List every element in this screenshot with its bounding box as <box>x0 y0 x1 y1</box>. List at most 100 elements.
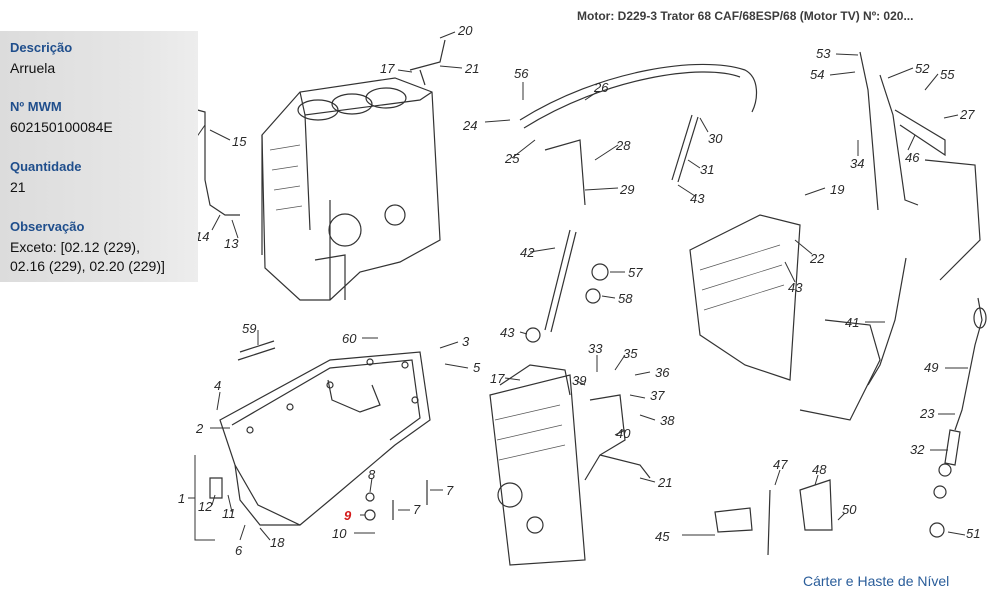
quantidade-value: 21 <box>10 179 26 195</box>
callout-14[interactable]: 14 <box>195 229 209 244</box>
callout-17a[interactable]: 17 <box>380 61 395 76</box>
callout-54[interactable]: 54 <box>810 67 824 82</box>
callout-47[interactable]: 47 <box>773 457 788 472</box>
callout-35[interactable]: 35 <box>623 346 638 361</box>
oil-pan <box>219 351 431 526</box>
tube-52 <box>879 74 919 206</box>
callout-41[interactable]: 41 <box>845 315 859 330</box>
callout-20[interactable]: 20 <box>457 23 473 38</box>
callout-25[interactable]: 25 <box>504 151 520 166</box>
dipstick-41 <box>867 257 907 386</box>
callout-43a[interactable]: 43 <box>690 191 705 206</box>
seal-43c <box>525 327 541 343</box>
callout-11[interactable]: 11 <box>222 506 236 521</box>
callout-59[interactable]: 59 <box>242 321 256 336</box>
washer-8 <box>365 492 375 502</box>
callout-18[interactable]: 18 <box>270 535 285 550</box>
callout-6[interactable]: 6 <box>235 543 243 558</box>
callout-28[interactable]: 28 <box>615 138 631 153</box>
callout-3[interactable]: 3 <box>462 334 470 349</box>
descricao-label: Descrição <box>10 40 73 55</box>
callout-39[interactable]: 39 <box>572 373 586 388</box>
bracket-46 <box>894 109 946 157</box>
callout-1[interactable]: 1 <box>178 491 185 506</box>
callout-51[interactable]: 51 <box>966 526 980 541</box>
callout-7a[interactable]: 7 <box>446 483 454 498</box>
callout-30[interactable]: 30 <box>708 131 723 146</box>
diagram-caption: Cárter e Haste de Nível <box>803 573 950 589</box>
callout-58[interactable]: 58 <box>618 291 633 306</box>
callout-4[interactable]: 4 <box>214 378 221 393</box>
callout-53[interactable]: 53 <box>816 46 831 61</box>
callout-48[interactable]: 48 <box>812 462 827 477</box>
callout-36[interactable]: 36 <box>655 365 670 380</box>
dipstick-tube-26 <box>519 63 757 121</box>
callout-42[interactable]: 42 <box>520 245 535 260</box>
callout-43b[interactable]: 43 <box>788 280 803 295</box>
callout-33[interactable]: 33 <box>588 341 603 356</box>
tube-47 <box>767 489 771 556</box>
callout-12[interactable]: 12 <box>198 499 213 514</box>
oil-filter-housing <box>489 364 586 566</box>
bracket-48 <box>799 479 833 531</box>
callout-10[interactable]: 10 <box>332 526 347 541</box>
callout-45[interactable]: 45 <box>655 529 670 544</box>
callout-32[interactable]: 32 <box>910 442 925 457</box>
callout-15[interactable]: 15 <box>232 134 247 149</box>
oil-line <box>189 107 240 216</box>
callout-43c[interactable]: 43 <box>500 325 515 340</box>
callout-7b[interactable]: 7 <box>413 502 421 517</box>
callout-17b[interactable]: 17 <box>490 371 505 386</box>
callout-21b[interactable]: 21 <box>657 475 672 490</box>
rod-42 <box>544 229 571 331</box>
callout-27[interactable]: 27 <box>959 107 975 122</box>
callout-49[interactable]: 49 <box>924 360 938 375</box>
bracket-top <box>409 39 446 86</box>
bracket-40 <box>584 394 626 481</box>
callout-55[interactable]: 55 <box>940 67 955 82</box>
callout-52[interactable]: 52 <box>915 61 930 76</box>
callout-34[interactable]: 34 <box>850 156 864 171</box>
callout-40[interactable]: 40 <box>616 426 631 441</box>
rod-31-b <box>677 116 699 183</box>
callout-57[interactable]: 57 <box>628 265 643 280</box>
callout-26[interactable]: 26 <box>593 80 609 95</box>
engine-header-title: Motor: D229-3 Trator 68 CAF/68ESP/68 (Mo… <box>577 9 914 23</box>
callout-31[interactable]: 31 <box>700 162 714 177</box>
callout-21a[interactable]: 21 <box>464 61 479 76</box>
callout-50[interactable]: 50 <box>842 502 857 517</box>
callout-24[interactable]: 24 <box>462 118 477 133</box>
callout-9-highlighted[interactable]: 9 <box>344 508 352 523</box>
observacao-label: Observação <box>10 219 85 234</box>
stud-59 <box>237 340 276 361</box>
cap-57 <box>591 263 609 281</box>
dipstick-53 <box>859 51 879 211</box>
quantidade-label: Quantidade <box>10 159 82 174</box>
callout-60[interactable]: 60 <box>342 331 357 346</box>
callout-29[interactable]: 29 <box>619 182 634 197</box>
callout-56[interactable]: 56 <box>514 66 529 81</box>
callout-46[interactable]: 46 <box>905 150 920 165</box>
rod-31 <box>671 114 693 181</box>
mwm-label: Nº MWM <box>10 99 62 114</box>
callout-19[interactable]: 19 <box>830 182 844 197</box>
callout-5[interactable]: 5 <box>473 360 481 375</box>
bracket-45 <box>714 507 753 533</box>
descricao-value: Arruela <box>10 60 56 76</box>
dipstick-assembly <box>929 297 987 538</box>
engine-side-block <box>689 159 981 421</box>
dipstick-tube-26-b <box>523 71 741 129</box>
callout-38[interactable]: 38 <box>660 413 675 428</box>
engine-block <box>261 77 441 301</box>
callout-37[interactable]: 37 <box>650 388 665 403</box>
callout-2[interactable]: 2 <box>195 421 204 436</box>
mwm-value: 602150100084E <box>10 119 113 135</box>
bracket-40b <box>599 454 651 479</box>
tube-29 <box>544 139 586 206</box>
callout-8[interactable]: 8 <box>368 467 376 482</box>
part-info-panel: Descrição Arruela Nº MWM 602150100084E Q… <box>0 31 198 282</box>
plug-12 <box>209 477 223 499</box>
callout-13[interactable]: 13 <box>224 236 239 251</box>
callout-22[interactable]: 22 <box>809 251 825 266</box>
callout-23[interactable]: 23 <box>919 406 935 421</box>
